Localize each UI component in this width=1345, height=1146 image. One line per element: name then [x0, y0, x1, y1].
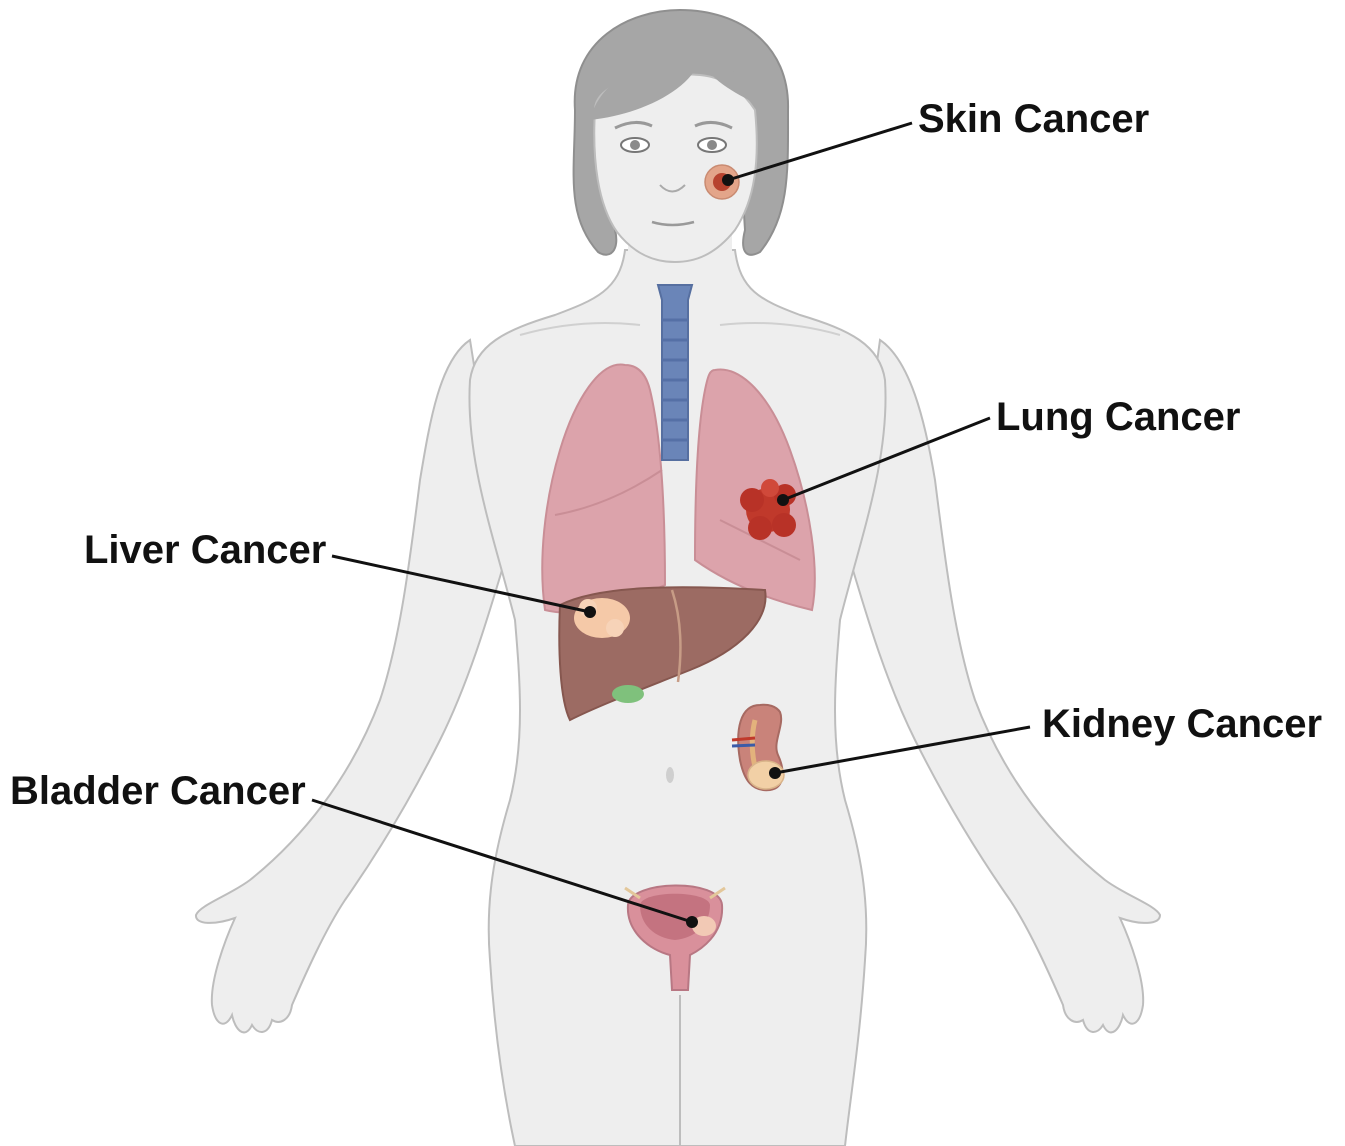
lung-dot	[777, 494, 789, 506]
kidney-dot	[769, 767, 781, 779]
gallbladder	[612, 685, 644, 703]
trachea	[658, 285, 692, 460]
liver-dot	[584, 606, 596, 618]
kidney-cancer-label: Kidney Cancer	[1042, 702, 1322, 746]
right-pupil	[707, 140, 717, 150]
right-arm	[850, 340, 1160, 1032]
liver-cancer-label: Liver Cancer	[84, 528, 326, 572]
left-pupil	[630, 140, 640, 150]
skin-lesion	[705, 165, 739, 199]
lung-cancer-label: Lung Cancer	[996, 395, 1240, 439]
skin-dot	[722, 174, 734, 186]
skin-cancer-label: Skin Cancer	[918, 97, 1149, 141]
bladder-dot	[686, 916, 698, 928]
left-arm	[196, 340, 505, 1032]
liver-tumor	[574, 598, 630, 638]
bladder-cancer-label: Bladder Cancer	[10, 769, 306, 813]
navel	[666, 767, 674, 783]
